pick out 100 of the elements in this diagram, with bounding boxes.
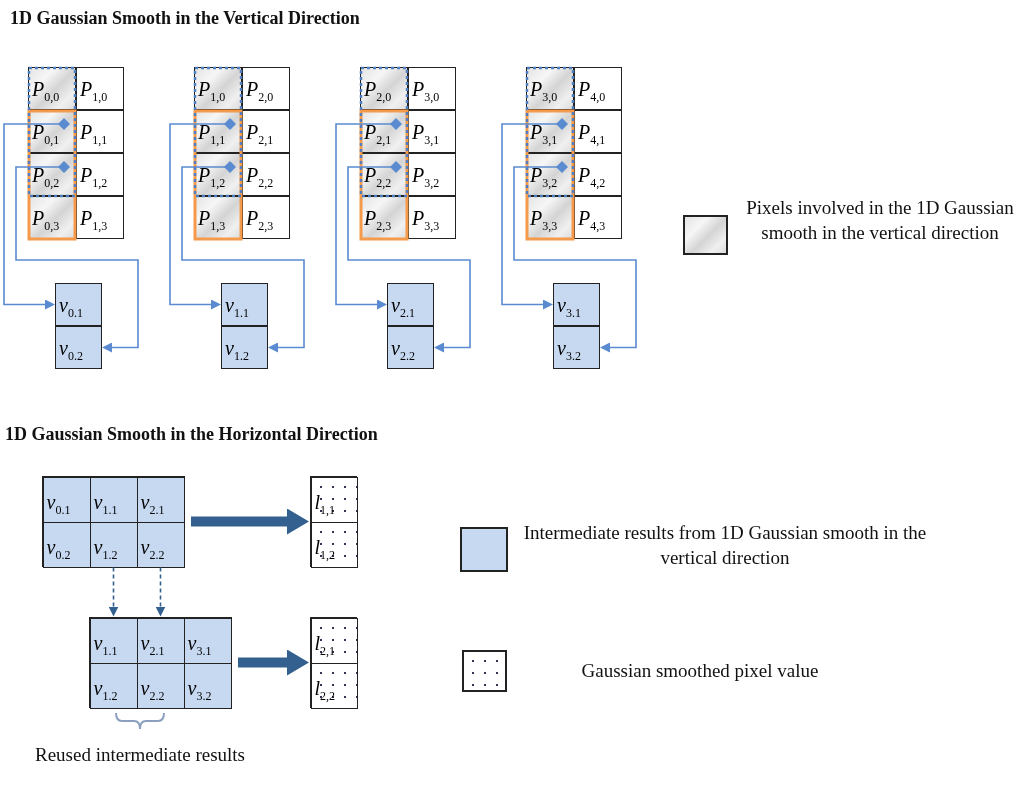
arrow [108, 566, 119, 617]
cell-label: l$_{2,1}$ [314, 631, 336, 660]
cell-label: v$_{3.2}$ [557, 337, 581, 365]
pixel-cell [242, 67, 290, 110]
cell-label: P$_{0,2}$ [32, 164, 60, 192]
cell-label: P$_{1,1}$ [80, 121, 108, 149]
pixel-cell [574, 110, 622, 153]
intermediate-cell [55, 326, 102, 369]
cell-grid [89, 617, 232, 708]
arrow [15, 161, 139, 353]
intermediate-cell [221, 326, 268, 369]
pixel-cell [76, 153, 124, 196]
cell-label: P$_{2,1}$ [364, 121, 392, 149]
cell-label: v$_{3.1}$ [187, 631, 212, 660]
cell-label: P$_{1,2}$ [198, 164, 226, 192]
intermediate-cell [387, 283, 434, 326]
cell-label: P$_{2,1}$ [246, 121, 274, 149]
pixel-cell [194, 67, 242, 110]
cell-label: v$_{2.2}$ [140, 676, 165, 705]
cell-label: v$_{0.1}$ [46, 490, 71, 519]
cell-label: P$_{4,1}$ [578, 121, 606, 149]
cell-label: P$_{0,1}$ [32, 121, 60, 149]
arrow [155, 566, 166, 617]
pixel-cell [408, 67, 456, 110]
cell-label: v$_{0.2}$ [59, 337, 83, 365]
bracket-caption: Reused intermediate results [34, 743, 246, 767]
cell-label: v$_{1.2}$ [225, 337, 249, 365]
cell-label: P$_{1,0}$ [80, 78, 108, 106]
cell-grid [42, 476, 185, 567]
cell-label: P$_{3,1}$ [412, 121, 440, 149]
cell-label: v$_{2.1}$ [140, 631, 165, 660]
cell-label: l$_{1,2}$ [314, 535, 336, 564]
cell-label: P$_{0,3}$ [32, 207, 60, 235]
cell-label: l$_{1,1}$ [314, 490, 336, 519]
intermediate-cell [553, 326, 600, 369]
cell-label: P$_{3,0}$ [412, 78, 440, 106]
cell-label: P$_{2,3}$ [364, 207, 392, 235]
cell-label: P$_{1,3}$ [80, 207, 108, 235]
section-heading: 1D Gaussian Smooth in the Horizontal Direction [5, 424, 379, 445]
cell-label: P$_{3,3}$ [530, 207, 558, 235]
pixel-cell [28, 67, 76, 110]
intermediate-cell [55, 283, 102, 326]
arrow [181, 161, 305, 353]
pixel-cell [574, 153, 622, 196]
cell-label: v$_{2.2}$ [391, 337, 415, 365]
intermediate-cell [42, 521, 91, 568]
pixel-cell [76, 110, 124, 153]
cell-label: P$_{2,0}$ [246, 78, 274, 106]
arrow [501, 118, 568, 310]
pixel-pair [310, 617, 357, 708]
cell-label: P$_{2,0}$ [364, 78, 392, 106]
cell-label: P$_{1,0}$ [198, 78, 226, 106]
pixel-cell [574, 196, 622, 239]
cell-label: P$_{1,2}$ [80, 164, 108, 192]
cell-label: v$_{1.2}$ [93, 676, 118, 705]
intermediate-cell [89, 617, 138, 664]
intermediate-cell [183, 662, 232, 709]
cell-label: l$_{2,2}$ [314, 676, 336, 705]
cell-label: v$_{1.1}$ [225, 294, 249, 322]
cell-label: v$_{3.1}$ [557, 294, 581, 322]
pixel-cell [408, 196, 456, 239]
cell-label: P$_{3,2}$ [530, 164, 558, 192]
arrow [513, 161, 637, 353]
arrow [169, 118, 236, 310]
intermediate-cell [221, 283, 268, 326]
cell-label: P$_{0,0}$ [32, 78, 60, 106]
legend-text: Pixels involved in the 1D Gaussian smooth in the vertical direction [745, 196, 1015, 245]
intermediate-cell [387, 326, 434, 369]
cell-label: v$_{3.2}$ [187, 676, 212, 705]
cell-label: v$_{2.1}$ [140, 490, 165, 519]
cell-label: v$_{2.2}$ [140, 535, 165, 564]
intermediate-cell [89, 662, 138, 709]
pixel-cell [574, 67, 622, 110]
intermediate-cell [183, 617, 232, 664]
cell-label: v$_{0.1}$ [59, 294, 83, 322]
cell-label: P$_{3,3}$ [412, 207, 440, 235]
pixel-cell [408, 153, 456, 196]
cell-label: P$_{4,3}$ [578, 207, 606, 235]
cell-label: P$_{3,0}$ [530, 78, 558, 106]
cell-label: P$_{2,3}$ [246, 207, 274, 235]
pixel-cell [242, 196, 290, 239]
cell-label: P$_{3,2}$ [412, 164, 440, 192]
intermediate-cell [136, 521, 185, 568]
cell-label: P$_{2,2}$ [364, 164, 392, 192]
arrow [3, 118, 70, 310]
intermediate-cell [42, 476, 91, 523]
intermediate-cell [136, 617, 185, 664]
intermediate-cell [553, 283, 600, 326]
cell-label: v$_{1.1}$ [93, 490, 118, 519]
section-heading: 1D Gaussian Smooth in the Vertical Direction [10, 8, 361, 29]
pixel-cell [76, 67, 124, 110]
cell-label: P$_{1,3}$ [198, 207, 226, 235]
legend-text: Gaussian smoothed pixel value [580, 659, 820, 683]
pixel-cell [242, 153, 290, 196]
intermediate-cell [89, 521, 138, 568]
cell-label: P$_{2,2}$ [246, 164, 274, 192]
intermediate-cell [89, 476, 138, 523]
legend-text: Intermediate results from 1D Gaussian smooth in the vertical direction [522, 521, 928, 570]
smoothed-pixel-cell [310, 521, 358, 568]
pixel-cell [526, 67, 574, 110]
